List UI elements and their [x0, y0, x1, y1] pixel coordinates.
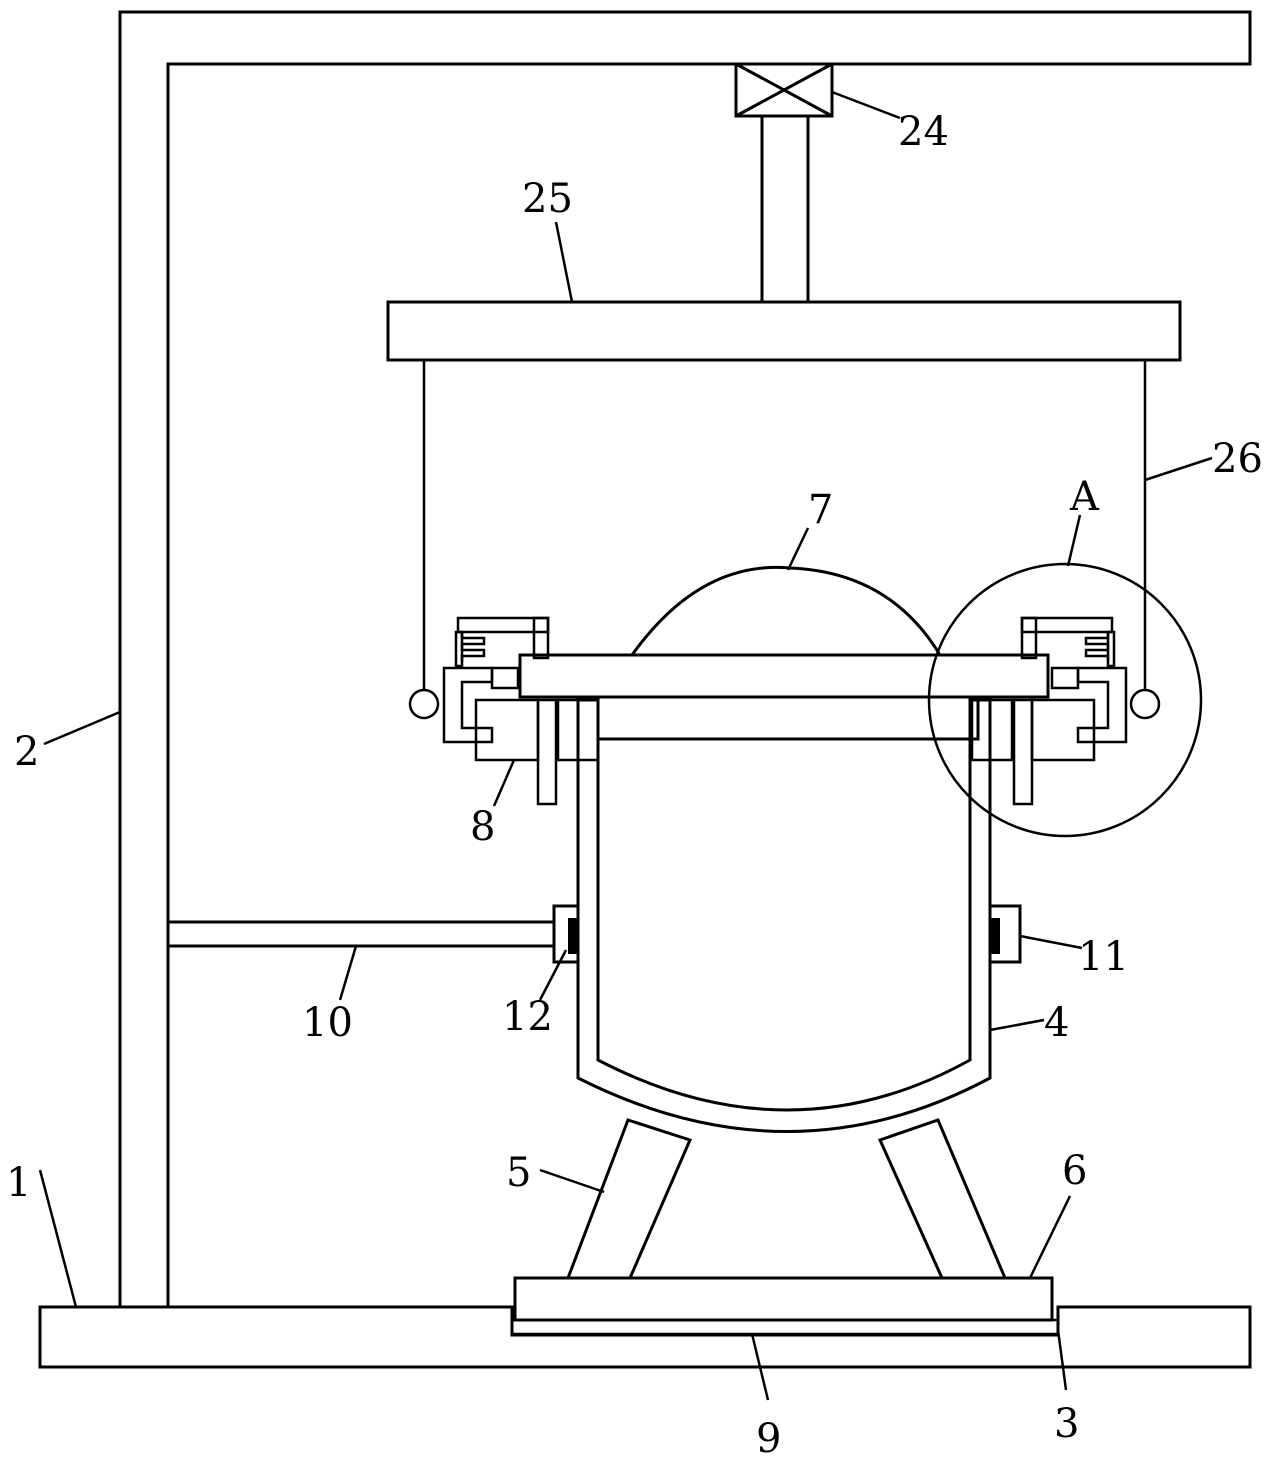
- label-9: 9: [756, 1416, 781, 1462]
- label-3: 3: [1054, 1401, 1079, 1447]
- label-11: 11: [1078, 934, 1129, 980]
- support-leg-right: [877, 1118, 1008, 1280]
- arm: [166, 920, 556, 948]
- clamp-right: [970, 616, 1128, 806]
- tank: [576, 698, 992, 1133]
- label-4: 4: [1044, 1000, 1069, 1046]
- detail-a-circle: [927, 562, 1203, 838]
- label-24: 24: [898, 109, 949, 155]
- clamp-left: [442, 616, 600, 806]
- label-a: A: [1069, 474, 1100, 520]
- label-26: 26: [1212, 436, 1263, 482]
- lift-plate: [386, 300, 1182, 362]
- label-12: 12: [502, 994, 553, 1040]
- cushion-left: [568, 918, 578, 954]
- lid-plate-upper: [518, 653, 1050, 699]
- label-2: 2: [14, 729, 39, 775]
- dome-lid: [629, 565, 943, 657]
- base: [38, 1305, 1252, 1369]
- label-1: 1: [6, 1160, 31, 1206]
- support-leg-left: [565, 1118, 693, 1280]
- label-25: 25: [522, 176, 573, 222]
- liner-strip: [510, 1318, 1060, 1336]
- label-10: 10: [302, 1000, 353, 1046]
- frame: [118, 10, 1252, 1309]
- label-7: 7: [808, 487, 833, 533]
- hanging-ball-left: [408, 688, 440, 720]
- support-plate: [513, 1276, 1054, 1322]
- hanging-ball-right: [1129, 688, 1161, 720]
- leader-lines: [38, 90, 1213, 1401]
- lid-plate-lower: [596, 695, 980, 741]
- label-8: 8: [470, 804, 495, 850]
- cushion-right: [990, 918, 1000, 954]
- label-6: 6: [1062, 1148, 1087, 1194]
- label-5: 5: [506, 1150, 531, 1196]
- cylinder: [734, 62, 834, 304]
- piston-rod: [760, 114, 810, 304]
